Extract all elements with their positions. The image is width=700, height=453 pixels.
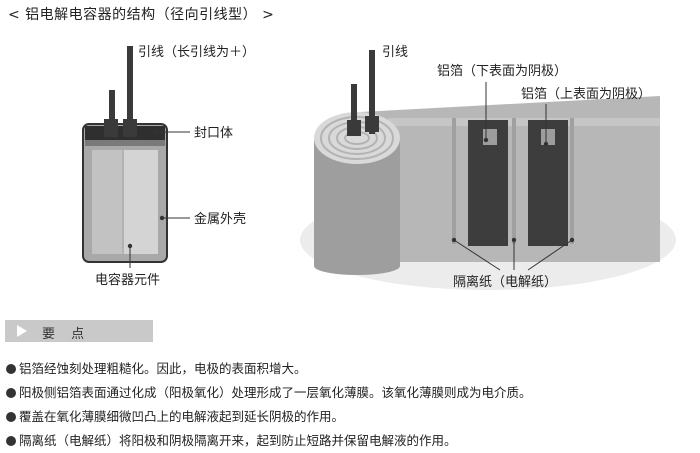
key-points-list: 铝箔经蚀刻处理粗糙化。因此，电极的表面积增大。 阳极侧铝箔表面通过化成（阳极氧化… [6,357,532,453]
key-point-text: 覆盖在氧化薄膜细微凹凸上的电解液起到延长阴极的作用。 [19,409,345,424]
key-point-item: 阳极侧铝箔表面通过化成（阳极氧化）处理形成了一层氧化薄膜。该氧化薄膜则成为电介质… [6,381,532,405]
key-points-header: 要 点 [5,320,153,342]
roll-lead-long [369,50,375,134]
bullet-icon [6,388,16,398]
lead-long [127,46,133,126]
play-triangle-icon [17,325,27,337]
label-metal-case: 金属外壳 [194,211,246,227]
label-lead-right: 引线 [382,45,408,60]
label-foil-upper: 铝箔（上表面为阴极） [521,86,651,102]
label-foil-lower: 铝箔（下表面为阴极） [437,63,567,79]
key-point-text: 铝箔经蚀刻处理粗糙化。因此，电极的表面积增大。 [19,361,307,376]
key-points-title: 要 点 [42,327,91,342]
key-point-text: 隔离纸（电解纸）将阳极和阴极隔离开来，起到防止短路并保留电解液的作用。 [19,433,457,448]
roll-lead-short [351,84,357,134]
label-capacitor-element: 电容器元件 [95,272,160,288]
capacitor-assembled: 引线（长引线为＋） 封口体 金属外壳 电容器元件 [82,45,255,288]
key-point-item: 铝箔经蚀刻处理粗糙化。因此，电极的表面积增大。 [6,357,532,381]
key-point-text: 阳极侧铝箔表面通过化成（阳极氧化）处理形成了一层氧化薄膜。该氧化薄膜则成为电介质… [19,385,532,400]
label-seal: 封口体 [194,126,233,141]
label-lead-long: 引线（长引线为＋） [138,45,255,60]
key-point-item: 隔离纸（电解纸）将阳极和阴极隔离开来，起到防止短路并保留电解液的作用。 [6,429,532,453]
bullet-icon [6,364,16,374]
capacitor-element-unrolled: 引线 铝箔（下表面为阴极） 铝箔（上表面为阴极） 隔离纸（电解纸） [300,45,676,290]
bullet-icon [6,412,16,422]
label-separator: 隔离纸（电解纸） [453,274,557,290]
capacitor-structure-diagram: 引线（长引线为＋） 封口体 金属外壳 电容器元件 [82,45,676,290]
lead-short [109,90,115,126]
key-point-item: 覆盖在氧化薄膜细微凹凸上的电解液起到延长阴极的作用。 [6,405,532,429]
bullet-icon [6,436,16,446]
unrolled-strip [360,96,660,262]
page-title: < 铝电解电容器的结构（径向引线型） > [8,7,275,23]
